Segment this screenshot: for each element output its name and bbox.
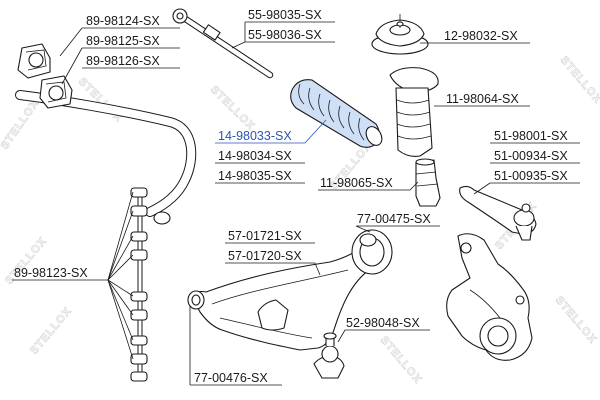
- label-ball-joint[interactable]: 52-98048-SX: [346, 316, 420, 330]
- steering-boot-icon: [290, 79, 383, 148]
- label-tie-rod-end-2[interactable]: 51-00934-SX: [494, 149, 568, 163]
- dust-cover-icon: [389, 67, 439, 157]
- label-stab-link[interactable]: 89-98123-SX: [14, 266, 88, 280]
- stabilizer-link-icon: [130, 187, 171, 382]
- watermark-text: STELLOX: [553, 294, 599, 346]
- leader-lines: [12, 21, 580, 386]
- label-tie-rod-1[interactable]: 55-98035-SX: [248, 8, 322, 22]
- tie-rod-icon: [172, 8, 274, 79]
- stabilizer-bushing-icon: [17, 43, 73, 109]
- label-front-bushing[interactable]: 77-00476-SX: [194, 371, 268, 385]
- label-boot-kit-2[interactable]: 14-98034-SX: [218, 149, 292, 163]
- label-control-arm-2[interactable]: 57-01720-SX: [228, 249, 302, 263]
- label-tie-rod-2[interactable]: 55-98036-SX: [248, 28, 322, 42]
- tie-rod-end-icon: [459, 185, 537, 241]
- label-tie-rod-end-3[interactable]: 51-00935-SX: [494, 169, 568, 183]
- label-dust-cover[interactable]: 11-98064-SX: [446, 92, 519, 106]
- watermark-text: STELLOX: [28, 305, 74, 357]
- control-arm-icon: [187, 229, 393, 351]
- watermark-text: STELLOX: [0, 98, 42, 152]
- label-rear-bushing[interactable]: 77-00475-SX: [357, 212, 431, 226]
- bump-stop-icon: [415, 158, 441, 207]
- watermark-text: STELLOX: [378, 334, 424, 386]
- strut-mount-icon: [371, 14, 429, 55]
- watermark-text: STELLOX: [208, 84, 257, 133]
- steering-knuckle-icon: [446, 233, 533, 361]
- label-bump-stop[interactable]: 11-98065-SX: [320, 176, 393, 190]
- label-tie-rod-end-1[interactable]: 51-98001-SX: [494, 129, 568, 143]
- ball-joint-icon: [313, 332, 345, 379]
- label-stab-bushing-2[interactable]: 89-98125-SX: [86, 34, 160, 48]
- label-boot-kit-1[interactable]: 14-98033-SX: [218, 129, 292, 143]
- label-strut-mount[interactable]: 12-98032-SX: [444, 29, 518, 43]
- label-stab-bushing-1[interactable]: 89-98124-SX: [86, 14, 160, 28]
- label-boot-kit-3[interactable]: 14-98035-SX: [218, 169, 292, 183]
- label-stab-bushing-3[interactable]: 89-98126-SX: [86, 54, 160, 68]
- stabilizer-bar-icon: [15, 90, 197, 217]
- part-labels: 89-98124-SX 89-98125-SX 89-98126-SX 55-9…: [14, 8, 568, 385]
- watermark-text: STELLOX: [558, 54, 600, 106]
- label-control-arm-1[interactable]: 57-01721-SX: [228, 229, 302, 243]
